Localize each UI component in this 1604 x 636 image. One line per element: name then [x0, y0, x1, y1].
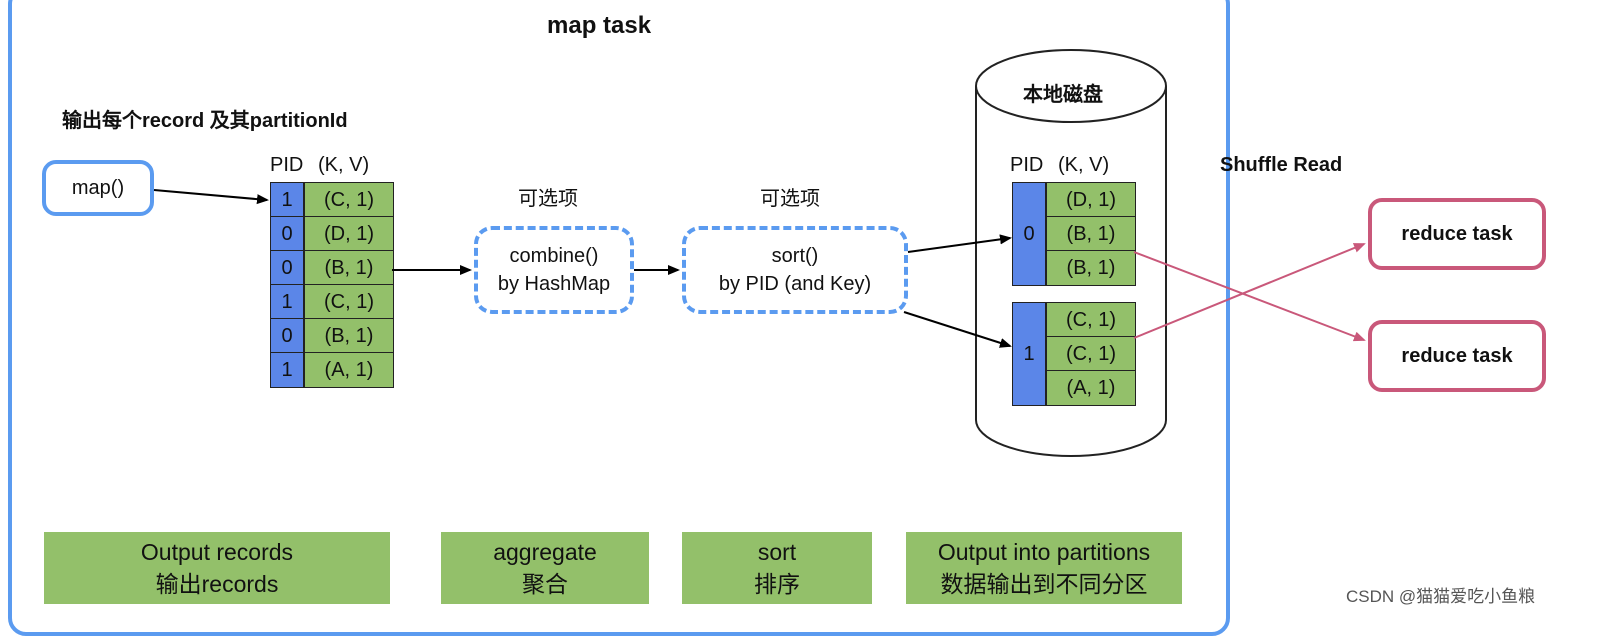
- table-header-kv: (K, V): [318, 154, 370, 176]
- record-pid-cell: 0: [270, 250, 304, 286]
- record-pid-cell: 1: [270, 284, 304, 320]
- record-kv-cell: (D, 1): [304, 216, 394, 252]
- footer-aggregate-line1: aggregate: [493, 539, 597, 565]
- map-function-label: map(): [71, 176, 125, 199]
- record-kv-cell: (A, 1): [304, 352, 394, 388]
- footer-sort-line1: sort: [757, 539, 797, 565]
- footer-output-partitions-line2: 数据输出到不同分区: [940, 571, 1148, 597]
- partition-kv-cell: (B, 1): [1046, 250, 1136, 286]
- sort-box: sort() by PID (and Key): [682, 226, 908, 314]
- partition-pid-cell: 0: [1012, 182, 1046, 286]
- footer-output-records-line2: 输出records: [155, 571, 279, 597]
- record-pid-cell: 1: [270, 182, 304, 218]
- footer-aggregate-line2: 聚合: [522, 571, 568, 597]
- partition-kv-cell: (C, 1): [1046, 302, 1136, 338]
- record-kv-cell: (C, 1): [304, 284, 394, 320]
- footer-output-partitions: Output into partitions 数据输出到不同分区: [906, 532, 1182, 604]
- disk-header-kv: (K, V): [1058, 154, 1110, 176]
- reduce-task-box-1: reduce task: [1368, 198, 1546, 270]
- record-pid-cell: 1: [270, 352, 304, 388]
- partition-kv-cell: (D, 1): [1046, 182, 1136, 218]
- disk-title: 本地磁盘: [1023, 84, 1103, 106]
- footer-aggregate: aggregate 聚合: [441, 532, 649, 604]
- partition-kv-cell: (A, 1): [1046, 370, 1136, 406]
- reduce-task-label-1: reduce task: [1401, 222, 1513, 245]
- optional-label-combine: 可选项: [518, 188, 578, 210]
- map-function-box: map(): [42, 160, 154, 216]
- partition-kv-cell: (C, 1): [1046, 336, 1136, 372]
- record-pid-cell: 0: [270, 216, 304, 252]
- footer-output-records-line1: Output records: [140, 539, 294, 565]
- shuffle-read-label: Shuffle Read: [1220, 154, 1343, 176]
- combine-line1: combine(): [509, 245, 599, 267]
- footer-sort-line2: 排序: [754, 571, 800, 597]
- sort-line2: by PID (and Key): [718, 273, 872, 295]
- footer-output-records: Output records 输出records: [44, 532, 390, 604]
- optional-label-sort: 可选项: [760, 188, 820, 210]
- combine-box: combine() by HashMap: [474, 226, 634, 314]
- partition-pid-cell: 1: [1012, 302, 1046, 406]
- footer-sort: sort 排序: [682, 532, 872, 604]
- map-task-title: map task: [547, 12, 652, 39]
- watermark: CSDN @猫猫爱吃小鱼粮: [1346, 587, 1536, 606]
- output-record-label: 输出每个record 及其partitionId: [62, 110, 348, 132]
- reduce-task-label-2: reduce task: [1401, 344, 1513, 367]
- reduce-task-box-2: reduce task: [1368, 320, 1546, 392]
- sort-line1: sort(): [771, 245, 819, 267]
- table-header-pid: PID: [270, 154, 304, 176]
- partition-kv-cell: (B, 1): [1046, 216, 1136, 252]
- record-kv-cell: (B, 1): [304, 318, 394, 354]
- footer-output-partitions-line1: Output into partitions: [937, 539, 1151, 565]
- record-kv-cell: (C, 1): [304, 182, 394, 218]
- record-kv-cell: (B, 1): [304, 250, 394, 286]
- disk-header-pid: PID: [1010, 154, 1044, 176]
- record-pid-cell: 0: [270, 318, 304, 354]
- combine-line2: by HashMap: [497, 273, 611, 295]
